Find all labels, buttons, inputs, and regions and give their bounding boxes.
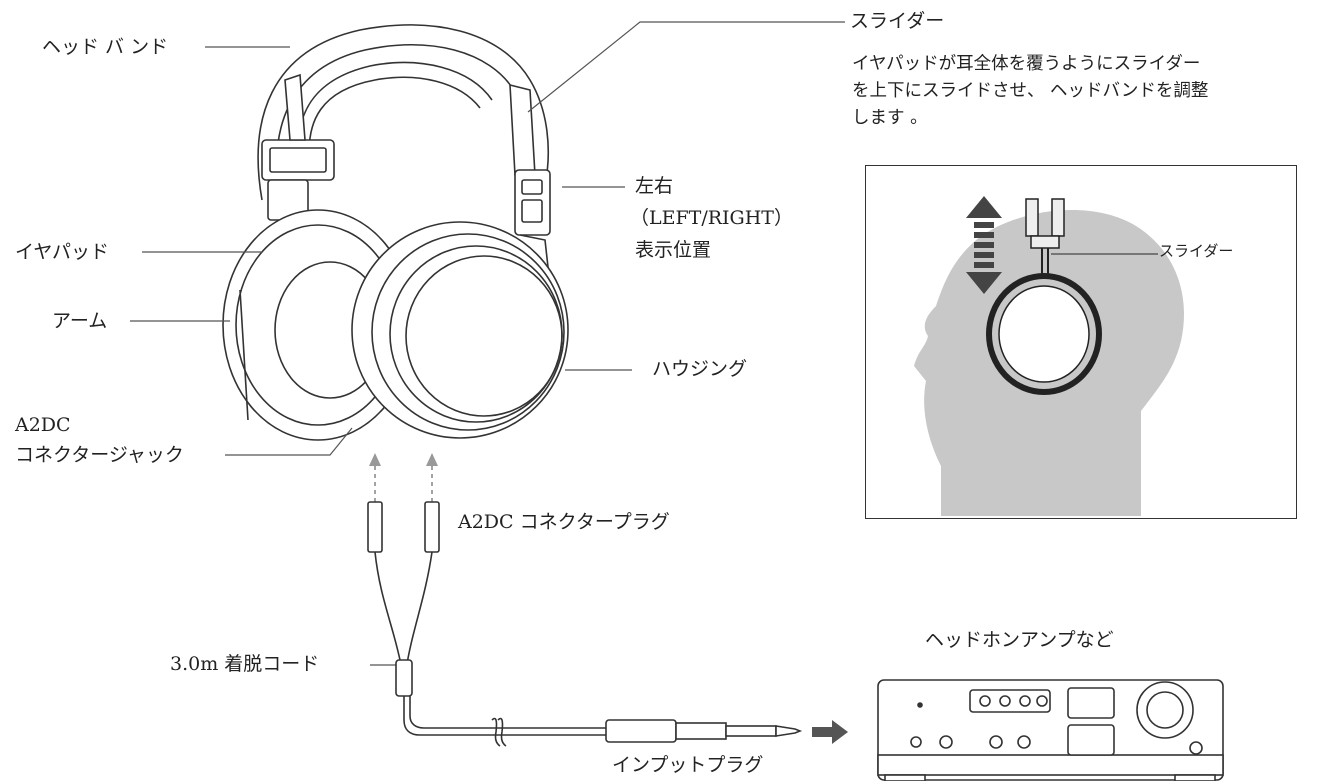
input-plug-label: インプットプラグ — [612, 754, 764, 776]
head-illustration — [914, 196, 1184, 516]
connector-jack-label-1: A2DC — [15, 414, 71, 436]
slider-desc-line-3: します 。 — [852, 108, 928, 128]
slider-desc-line-2: を上下にスライドさせ、 ヘッドバンドを調整 — [852, 81, 1209, 101]
left-slider-drawing — [261, 73, 335, 221]
inset-earcup — [986, 273, 1102, 395]
connector-jack-label-2: コネクタージャック — [15, 444, 184, 466]
cable-drawing — [367, 501, 803, 747]
earpad-label: イヤパッド — [15, 241, 110, 263]
lr-label-2: （LEFT/RIGHT） — [630, 207, 793, 229]
up-down-arrow-icon — [966, 196, 1002, 294]
amp-drawing — [877, 679, 1224, 781]
cord-label: 3.0m 着脱コード — [170, 653, 320, 675]
right-earcup-drawing — [351, 221, 569, 439]
headband-label: ヘッド バ ンド — [42, 36, 169, 58]
housing-label: ハウジング — [652, 358, 748, 380]
leader-lines — [130, 21, 845, 666]
inset-slider-label: スライダー — [1159, 242, 1234, 260]
amp-label: ヘッドホンアンプなど — [925, 629, 1114, 651]
dashed-arrows — [369, 453, 438, 502]
lr-label-1: 左右 — [635, 175, 674, 197]
plug-arrow — [812, 720, 848, 744]
slider-label: スライダー — [850, 10, 945, 32]
connector-plug-label: A2DC コネクタープラグ — [458, 511, 670, 533]
lr-label-3: 表示位置 — [635, 239, 712, 261]
slider-desc-line-1: イヤパッドが耳全体を覆うようにスライダー — [852, 54, 1201, 74]
arm-label: アーム — [52, 310, 108, 332]
slider-inset-panel: スライダー — [865, 165, 1297, 519]
